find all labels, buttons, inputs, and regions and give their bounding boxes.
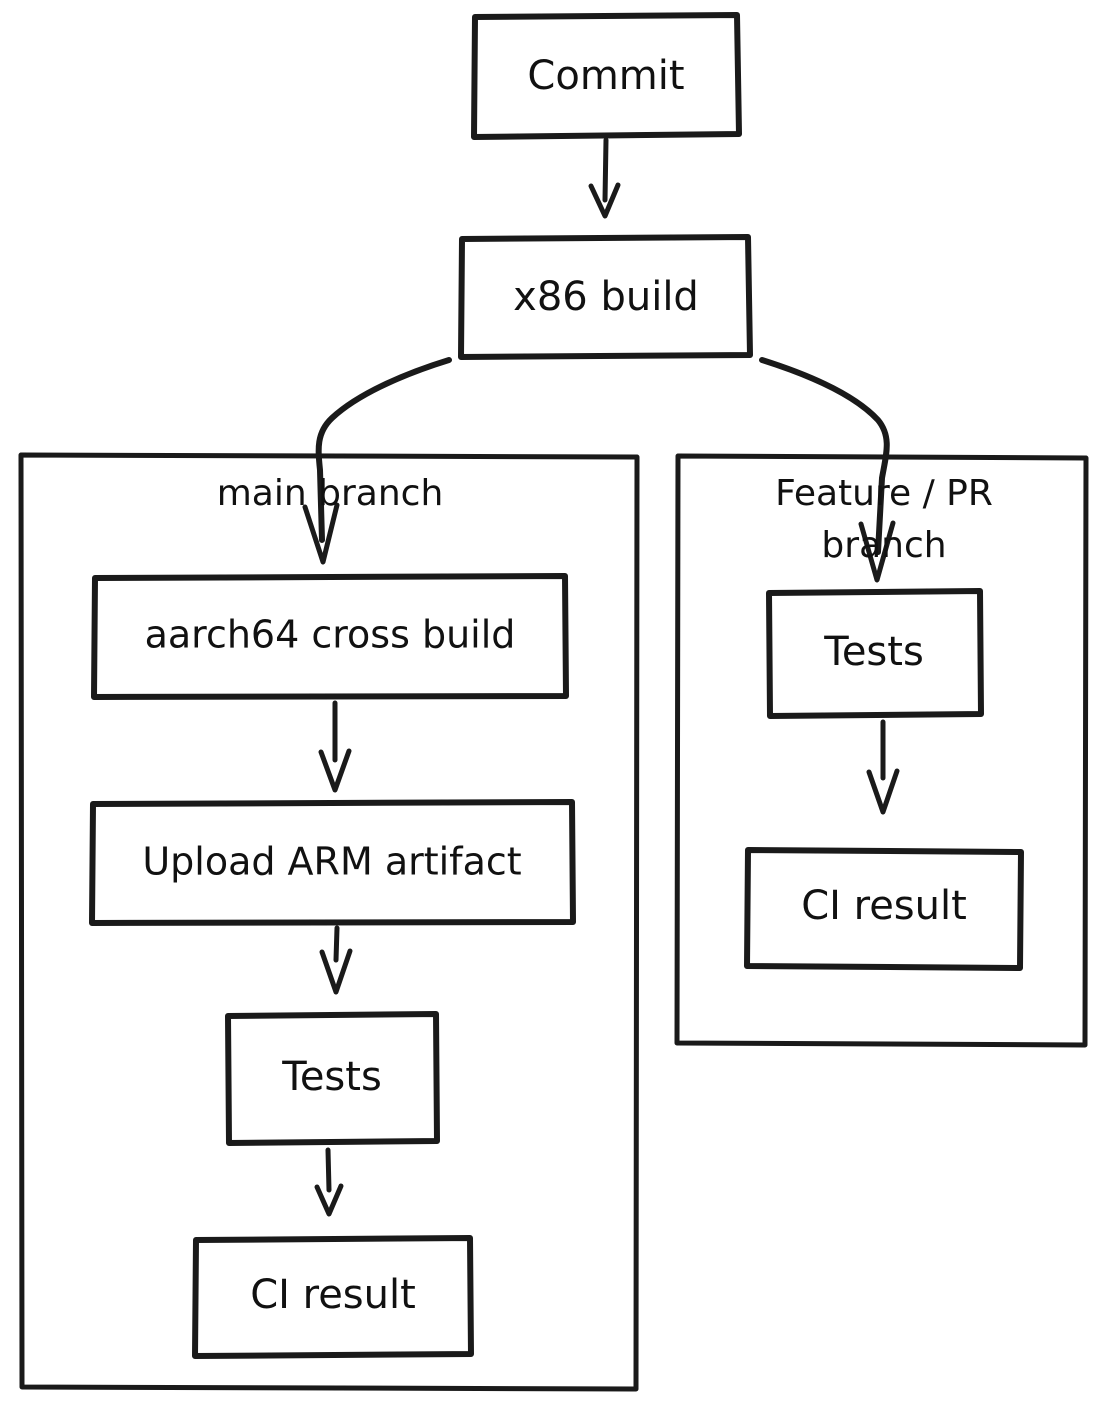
node-x86-build[interactable]: x86 build	[458, 234, 753, 360]
main-tests-label: Tests	[281, 1054, 382, 1100]
feature-tests-label: Tests	[823, 629, 924, 675]
edge-main-tests-to-ci-result	[314, 1147, 344, 1217]
edge-line	[325, 1147, 332, 1193]
edge-aarch64-to-upload	[318, 700, 352, 793]
edge-x86-build-to-main-branch	[302, 357, 452, 565]
commit-label: Commit	[527, 53, 684, 99]
aarch64-cross-build-box	[91, 573, 569, 700]
commit-box	[471, 12, 742, 140]
group-feature-pr-branch: Feature / PR branch	[674, 453, 1089, 1048]
arrow-head-icon	[858, 520, 896, 583]
edge-line	[602, 137, 609, 203]
x86-build-box	[458, 234, 753, 360]
x86-build-label: x86 build	[513, 274, 699, 320]
node-commit[interactable]: Commit	[471, 12, 742, 140]
node-upload-arm-artifact[interactable]: Upload ARM artifact	[89, 799, 576, 926]
edge-line	[759, 357, 890, 555]
upload-arm-artifact-box	[89, 799, 576, 926]
node-main-ci-result[interactable]: CI result	[192, 1235, 474, 1359]
edge-feature-tests-to-ci-result	[866, 719, 900, 815]
main-tests-box	[225, 1011, 440, 1146]
node-feature-tests[interactable]: Tests	[766, 588, 984, 719]
feature-ci-result-box	[744, 847, 1024, 971]
feature-pr-branch-label-line1: Feature / PR	[775, 473, 993, 514]
main-branch-container	[18, 452, 640, 1392]
edge-x86-build-to-feature-branch	[759, 357, 896, 583]
main-ci-result-label: CI result	[250, 1272, 416, 1318]
arrow-head-icon	[588, 182, 621, 219]
arrow-head-icon	[318, 748, 352, 793]
node-aarch64-cross-build[interactable]: aarch64 cross build	[91, 573, 569, 700]
arrow-head-icon	[302, 502, 340, 565]
feature-ci-result-label: CI result	[801, 883, 967, 929]
edge-commit-to-x86-build	[588, 137, 621, 219]
feature-pr-branch-label-line2: branch	[821, 525, 946, 566]
main-ci-result-box	[192, 1235, 474, 1359]
feature-tests-box	[766, 588, 984, 719]
arrow-head-icon	[314, 1183, 344, 1217]
arrow-head-icon	[319, 948, 353, 995]
upload-arm-artifact-label: Upload ARM artifact	[142, 840, 521, 884]
node-main-tests[interactable]: Tests	[225, 1011, 440, 1146]
aarch64-cross-build-label: aarch64 cross build	[145, 613, 516, 657]
group-main-branch: main branch	[18, 452, 640, 1392]
feature-pr-branch-container	[674, 453, 1089, 1048]
main-branch-label: main branch	[217, 473, 444, 514]
arrow-head-icon	[866, 768, 900, 815]
edge-upload-to-tests	[319, 925, 353, 995]
edge-line	[333, 925, 340, 963]
node-feature-ci-result[interactable]: CI result	[744, 847, 1024, 971]
